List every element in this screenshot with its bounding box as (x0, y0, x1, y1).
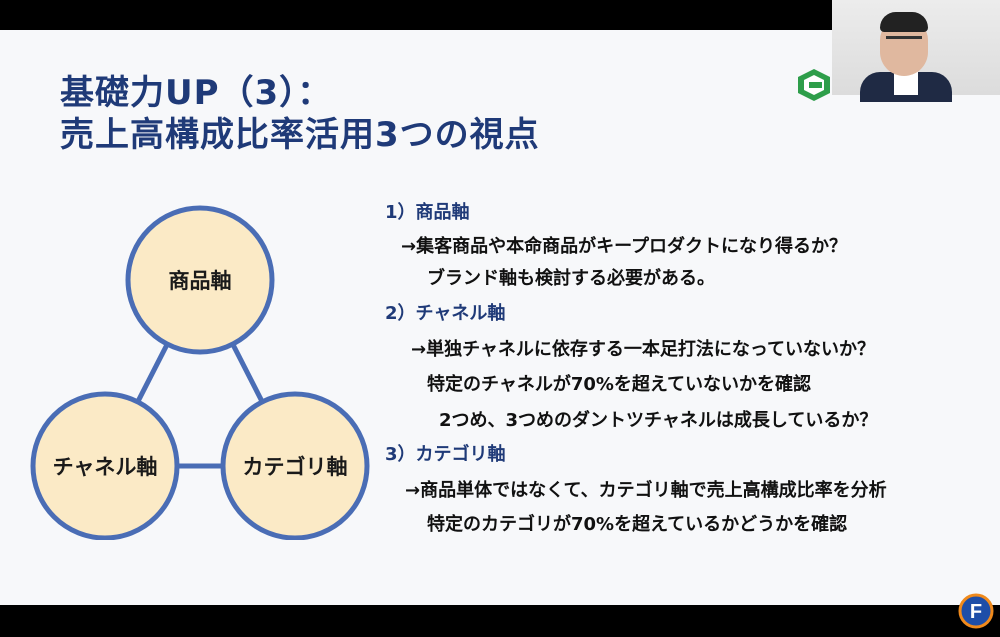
slide-title: 基礎力UP（3）： 売上高構成比率活用3つの視点 (60, 72, 540, 156)
node-circle-left (30, 391, 180, 540)
node-label-channel: チャネル軸 (52, 455, 158, 479)
svg-text:F: F (970, 601, 982, 623)
node-circle-top (125, 205, 275, 355)
slide-title-line1: 基礎力UP（3）： (60, 73, 333, 113)
section-channel-line3: 2つめ、3つめのダントツチャネルは成長しているか？ (439, 410, 878, 431)
brand-logo-icon (798, 69, 830, 101)
section-heading-product: 1）商品軸 (385, 202, 470, 223)
section-channel-line1: →単独チャネルに依存する一本足打法になっていないか？ (411, 339, 875, 360)
node-circle-right (220, 391, 370, 540)
f-logo-icon: F (958, 593, 994, 629)
bottom-letterbox (0, 605, 1000, 637)
section-product-line1: →集客商品や本命商品がキープロダクトになり得るか？ (401, 236, 847, 257)
presentation-slide: 基礎力UP（3）： 売上高構成比率活用3つの視点 商品軸 チャネル軸 カテゴリ軸… (0, 30, 1000, 605)
presenter-shirt (894, 72, 918, 95)
slide-title-line2: 売上高構成比率活用3つの視点 (60, 115, 540, 155)
section-category-line1: →商品単体ではなくて、カテゴリ軸で売上高構成比率を分析 (405, 480, 887, 501)
three-axis-diagram: 商品軸 チャネル軸 カテゴリ軸 (20, 200, 380, 540)
section-channel-line2: 特定のチャネルが70%を超えていないかを確認 (427, 374, 812, 395)
section-heading-category: 3）カテゴリ軸 (385, 444, 506, 465)
section-category-line2: 特定のカテゴリが70%を超えているかどうかを確認 (427, 514, 848, 535)
diagram-graphic (30, 205, 370, 540)
presenter-hair (880, 12, 928, 32)
node-label-category: カテゴリ軸 (242, 455, 348, 479)
section-heading-channel: 2）チャネル軸 (385, 303, 506, 324)
node-label-product: 商品軸 (168, 269, 232, 293)
section-product-line2: ブランド軸も検討する必要がある。 (427, 268, 715, 289)
presenter-glasses (886, 36, 922, 47)
